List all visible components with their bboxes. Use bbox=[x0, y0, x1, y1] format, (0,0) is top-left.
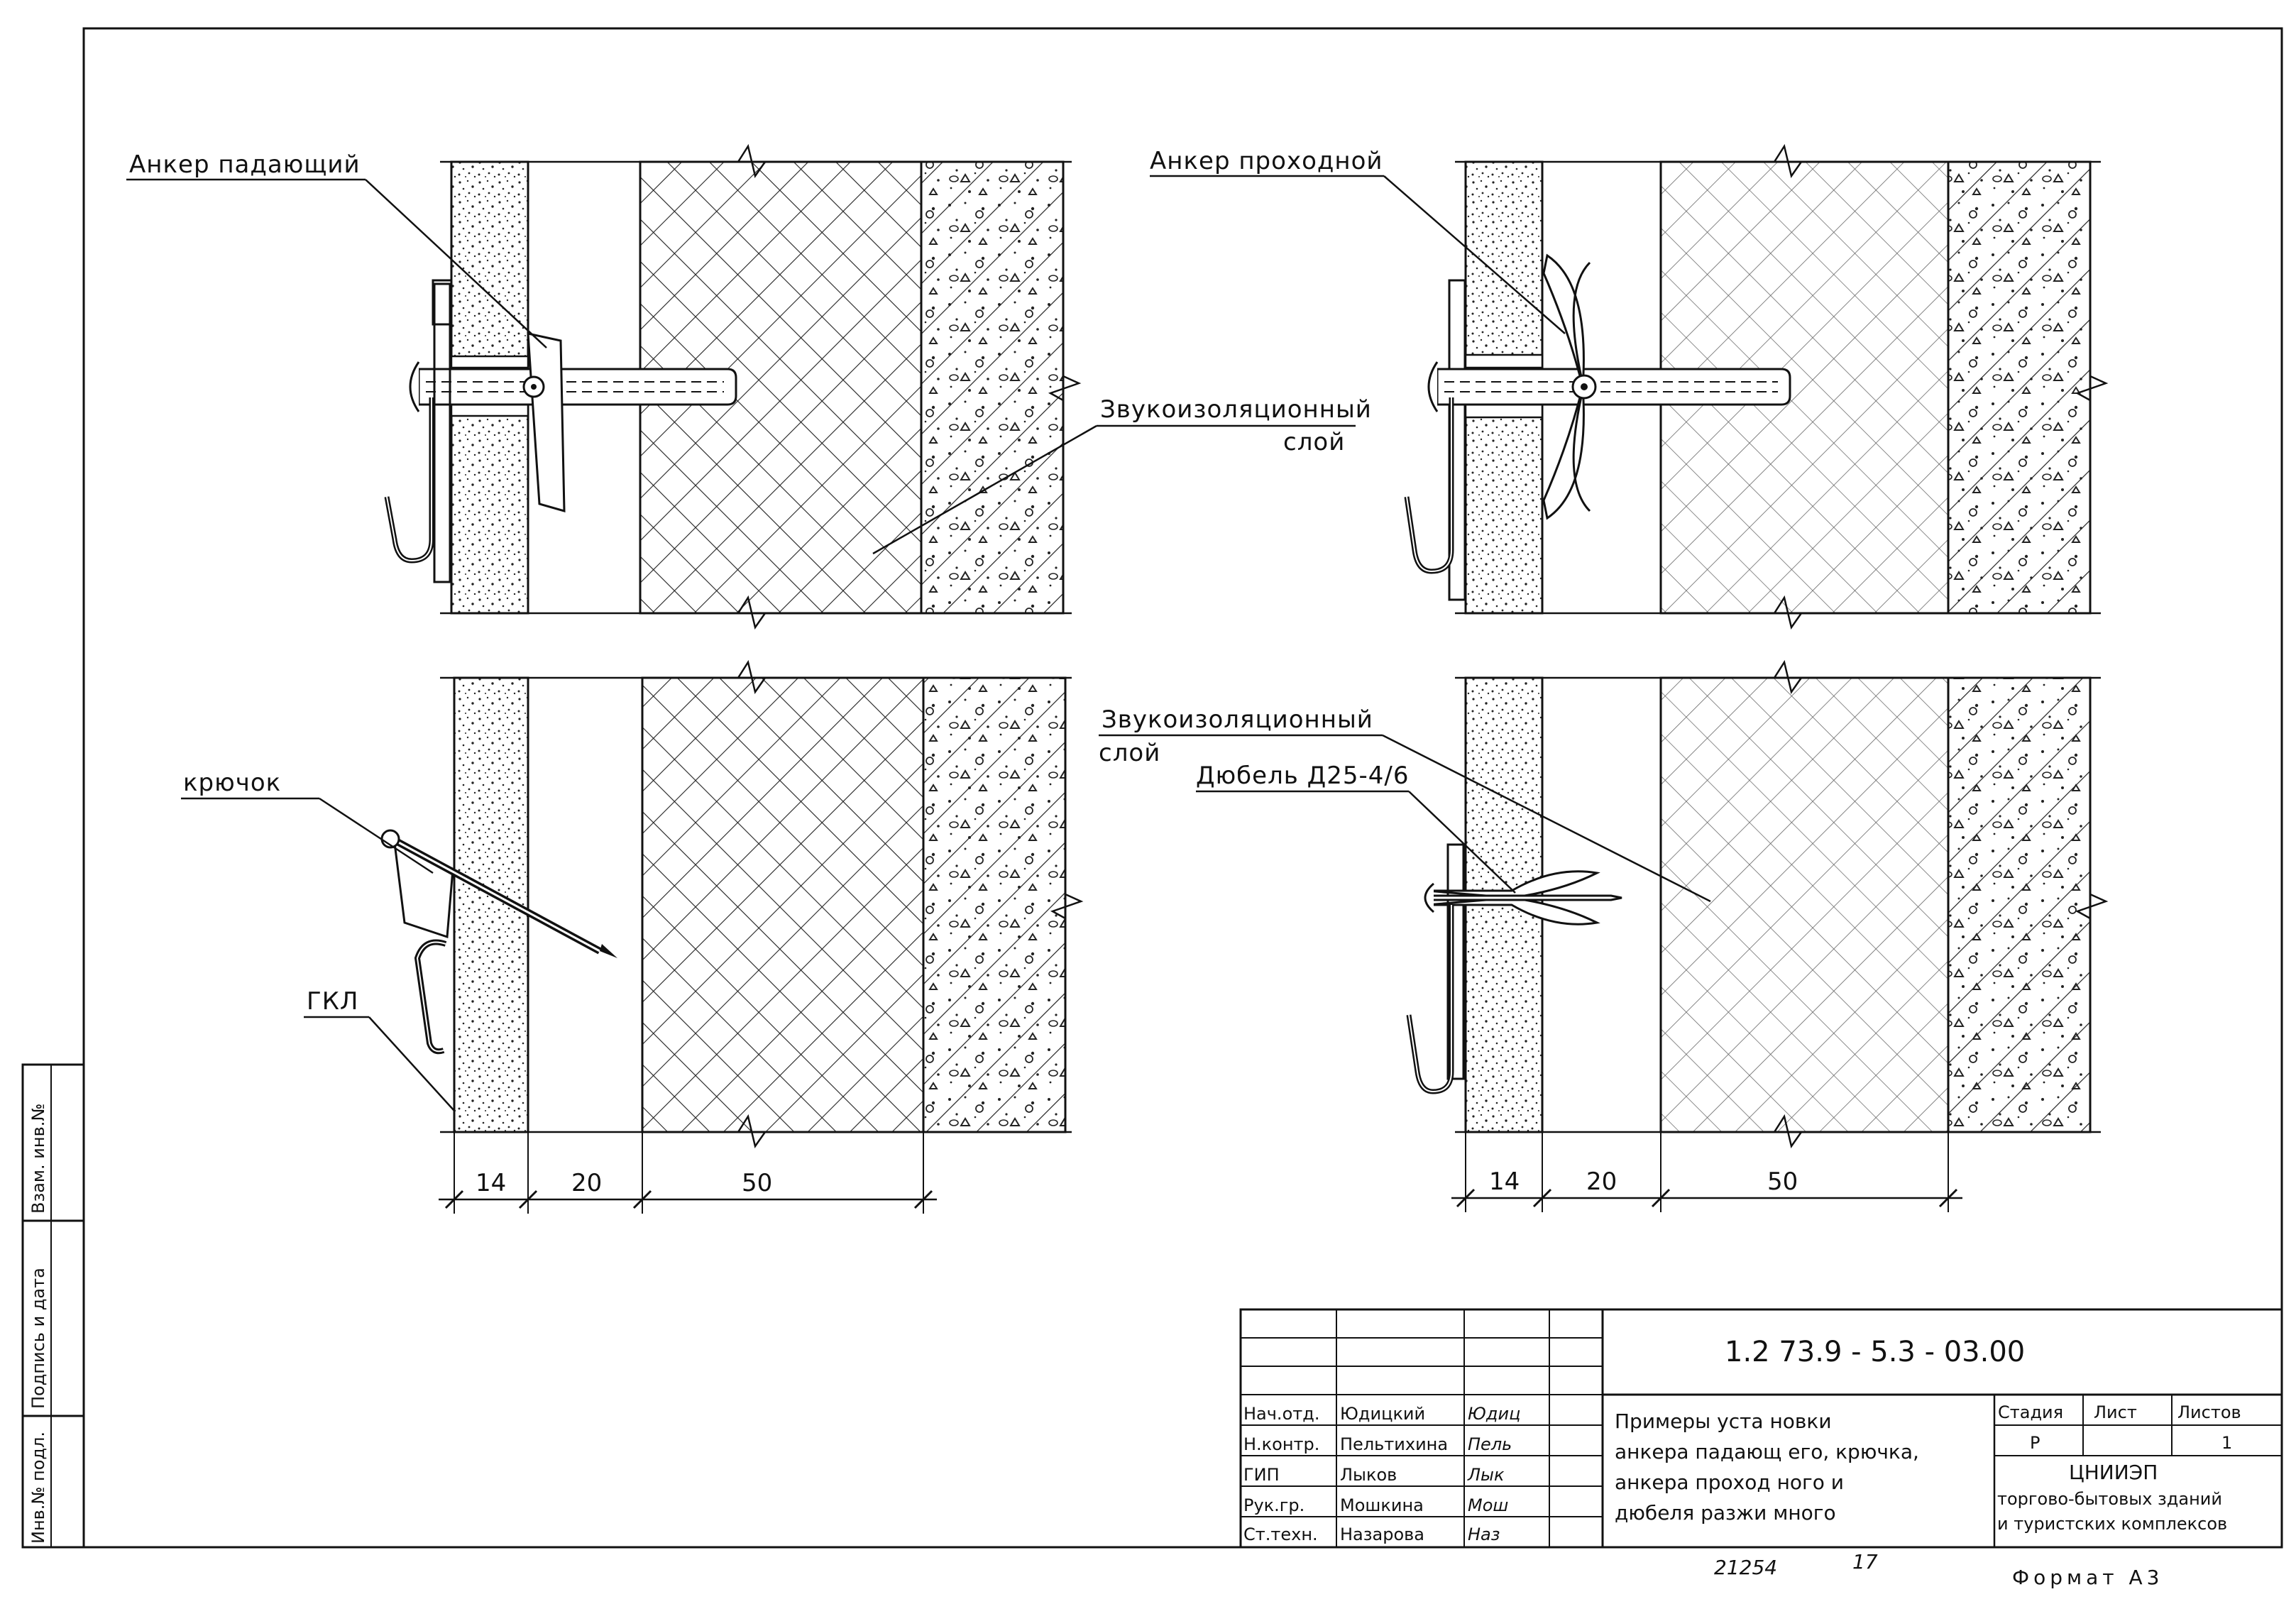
name-head-dept: Юдицкий bbox=[1340, 1404, 1425, 1424]
falling-anchor bbox=[384, 279, 737, 583]
stamp-sign-date: Подпись и дата bbox=[28, 1268, 48, 1409]
label-hook: крючок bbox=[183, 769, 281, 797]
name-senior-tech: Назарова bbox=[1340, 1525, 1424, 1544]
sheet-header: Лист bbox=[2094, 1402, 2137, 1422]
sign-senior-tech: Наз bbox=[1468, 1525, 1500, 1544]
doc-code: 1.2 73.9 - 5.3 - 03.00 bbox=[1725, 1336, 2025, 1368]
sign-chief-engineer: Лык bbox=[1467, 1465, 1505, 1485]
sign-group-lead: Мош bbox=[1468, 1495, 1508, 1515]
role-norm-control: Н.контр. bbox=[1243, 1434, 1319, 1454]
title-line-2: анкера падающ его, крючка, bbox=[1615, 1440, 1919, 1463]
name-group-lead: Мошкина bbox=[1340, 1495, 1424, 1515]
callouts: Анкер падающий Анкер проходной Звукоизол… bbox=[126, 147, 1711, 1111]
sign-norm-control: Пель bbox=[1468, 1434, 1512, 1454]
dim-left-gkl: 14 bbox=[476, 1169, 506, 1197]
format-label: Формат А3 bbox=[2012, 1566, 2163, 1589]
dim-left-insulation: 50 bbox=[742, 1169, 772, 1197]
soundproof-layer bbox=[641, 676, 925, 1133]
sheets-header: Листов bbox=[2177, 1402, 2241, 1422]
label-soundproof-2-layer: слой bbox=[1099, 739, 1160, 767]
role-chief-engineer: ГИП bbox=[1243, 1465, 1280, 1485]
name-chief-engineer: Лыков bbox=[1340, 1465, 1397, 1485]
label-anchor-falling: Анкер падающий bbox=[129, 150, 361, 179]
dim-right-insulation: 50 bbox=[1767, 1168, 1798, 1196]
label-soundproof-2: Звукоизоляционный bbox=[1102, 705, 1373, 734]
label-dowel: Дюбель Д25-4/6 bbox=[1196, 762, 1409, 790]
name-norm-control: Пельтихина bbox=[1340, 1434, 1448, 1454]
org-line-1: торгово-бытовых зданий bbox=[1997, 1489, 2222, 1509]
section-top-right bbox=[1404, 143, 2109, 630]
org-line-2: и туристских комплексов bbox=[1997, 1514, 2227, 1534]
title-line-3: анкера проход ного и bbox=[1615, 1471, 1844, 1494]
title-line-1: Примеры уста новки bbox=[1615, 1410, 1832, 1433]
stamp-inv-no: Инв.№ подл. bbox=[28, 1432, 48, 1544]
stamp-replace-inv: Взам. инв.№ bbox=[28, 1104, 48, 1214]
through-anchor bbox=[1404, 253, 1791, 601]
title-block: 1.2 73.9 - 5.3 - 03.00 Примеры уста новк… bbox=[1239, 1308, 2283, 1549]
stage-value: Р bbox=[2030, 1433, 2040, 1453]
expansion-dowel bbox=[1406, 843, 1622, 1094]
section-bottom-right bbox=[1406, 659, 2109, 1148]
dim-right-gap: 20 bbox=[1586, 1168, 1617, 1196]
role-group-lead: Рук.гр. bbox=[1243, 1495, 1304, 1515]
hook bbox=[380, 829, 617, 1055]
side-stamp: Инв.№ подл. Подпись и дата Взам. инв.№ bbox=[21, 1063, 85, 1549]
title-line-4: дюбеля разжи много bbox=[1615, 1501, 1836, 1525]
label-gkl: ГКЛ bbox=[307, 987, 358, 1016]
label-anchor-through: Анкер проходной bbox=[1150, 147, 1383, 175]
section-bottom-left bbox=[380, 659, 1084, 1148]
sign-head-dept: Юдиц bbox=[1468, 1404, 1520, 1424]
dim-right-gkl: 14 bbox=[1489, 1168, 1520, 1196]
drawing-frame bbox=[82, 27, 2283, 1549]
footer-number: 21254 bbox=[1714, 1556, 1777, 1579]
dimensions-left: 14 20 50 bbox=[439, 1132, 937, 1214]
dim-left-gap: 20 bbox=[571, 1169, 602, 1197]
dimensions-right: 14 20 50 bbox=[1451, 1132, 1962, 1212]
role-head-dept: Нач.отд. bbox=[1243, 1404, 1319, 1424]
footer-page: 17 bbox=[1852, 1550, 1878, 1573]
section-top-left bbox=[384, 143, 1082, 630]
label-soundproof-1-layer: слой bbox=[1283, 428, 1345, 456]
label-soundproof-1: Звукоизоляционный bbox=[1100, 395, 1372, 424]
org-name: ЦНИИЭП bbox=[2069, 1461, 2158, 1484]
stage-header: Стадия bbox=[1998, 1402, 2063, 1422]
soundproof-layer bbox=[1659, 676, 1950, 1133]
role-senior-tech: Ст.техн. bbox=[1243, 1525, 1318, 1544]
sheets-value: 1 bbox=[2221, 1433, 2232, 1453]
